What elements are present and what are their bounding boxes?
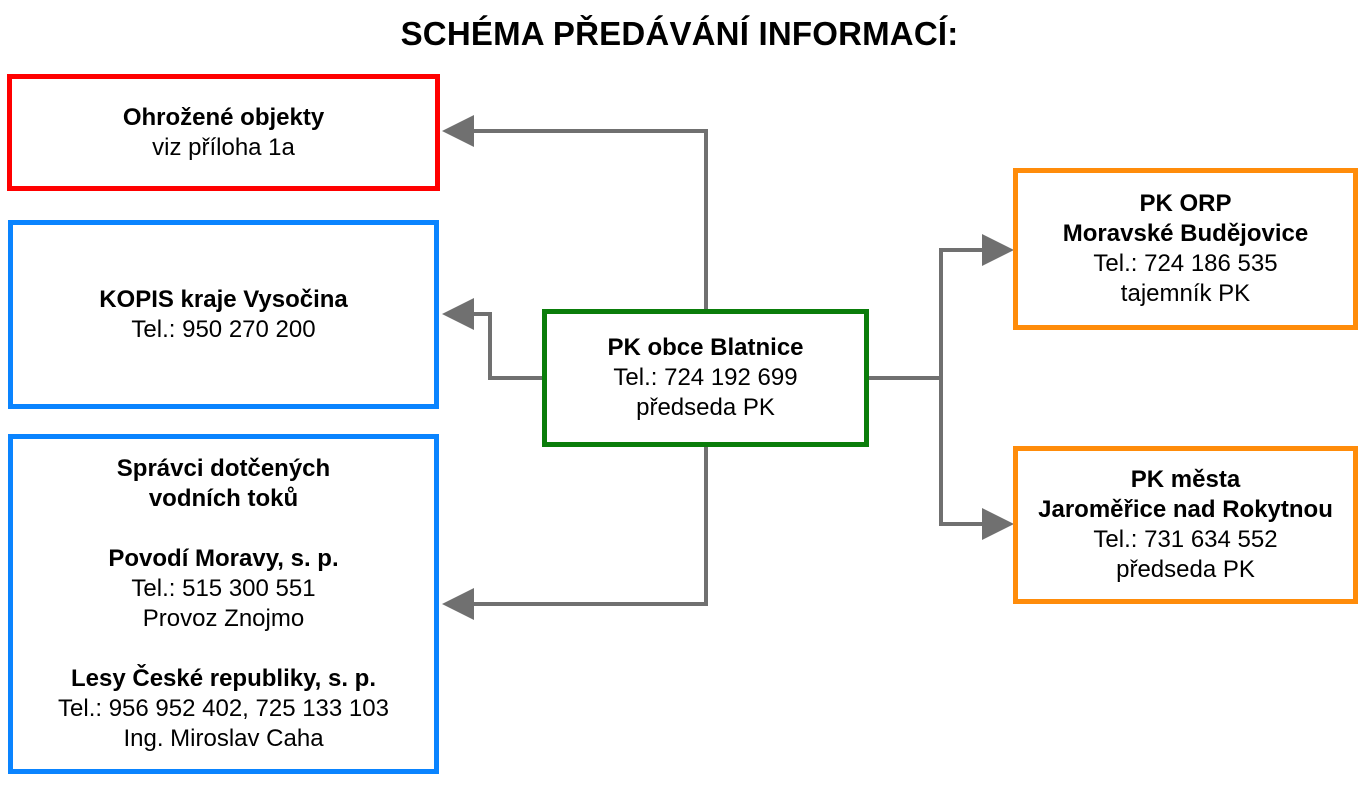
watercourses-heading-1: Správci dotčených	[116, 455, 331, 482]
arrow-center-to-jaromerice	[939, 378, 1014, 540]
node-kopis: KOPIS kraje Vysočina Tel.: 950 270 200	[8, 220, 439, 409]
node-center-blatnice: PK obce Blatnice Tel.: 724 192 699 předs…	[542, 309, 869, 447]
arrow-center-to-endangered	[442, 115, 708, 311]
jaromerice-phone: Tel.: 731 634 552	[1093, 526, 1278, 553]
arrow-center-to-watercourses	[442, 445, 708, 620]
center-title: PK obce Blatnice	[607, 334, 804, 361]
center-role: předseda PK	[636, 394, 775, 421]
node-jaromerice: PK města Jaroměřice nad Rokytnou Tel.: 7…	[1013, 446, 1358, 604]
orp-phone: Tel.: 724 186 535	[1093, 250, 1278, 277]
node-endangered-objects: Ohrožené objekty viz příloha 1a	[7, 74, 440, 191]
org2-contact: Ing. Miroslav Caha	[123, 725, 324, 752]
diagram-title: SCHÉMA PŘEDÁVÁNÍ INFORMACÍ:	[400, 15, 959, 52]
orp-title: PK ORP	[1139, 190, 1232, 217]
endangered-note: viz příloha 1a	[152, 133, 295, 161]
kopis-title: KOPIS kraje Vysočina	[99, 285, 348, 313]
org2-phone: Tel.: 956 952 402, 725 133 103	[58, 695, 389, 722]
jaromerice-subtitle: Jaroměřice nad Rokytnou	[1038, 496, 1333, 523]
orp-subtitle: Moravské Budějovice	[1062, 220, 1309, 247]
endangered-title: Ohrožené objekty	[122, 103, 325, 131]
org1-phone: Tel.: 515 300 551	[131, 575, 316, 602]
orp-role: tajemník PK	[1120, 280, 1251, 307]
node-watercourse-managers: Správci dotčených vodních toků Povodí Mo…	[8, 434, 439, 774]
org1-name: Povodí Moravy, s. p.	[108, 545, 339, 572]
jaromerice-role: předseda PK	[1116, 556, 1255, 583]
center-phone: Tel.: 724 192 699	[613, 364, 798, 391]
kopis-phone: Tel.: 950 270 200	[131, 315, 316, 343]
arrow-center-to-orp	[939, 234, 1014, 378]
jaromerice-title: PK města	[1130, 466, 1241, 493]
org2-name: Lesy České republiky, s. p.	[70, 665, 377, 692]
org1-note: Provoz Znojmo	[142, 605, 305, 632]
watercourses-heading-2: vodních toků	[148, 485, 299, 512]
arrow-center-to-kopis	[442, 298, 543, 380]
node-orp-moravske-budejovice: PK ORP Moravské Budějovice Tel.: 724 186…	[1013, 168, 1358, 330]
